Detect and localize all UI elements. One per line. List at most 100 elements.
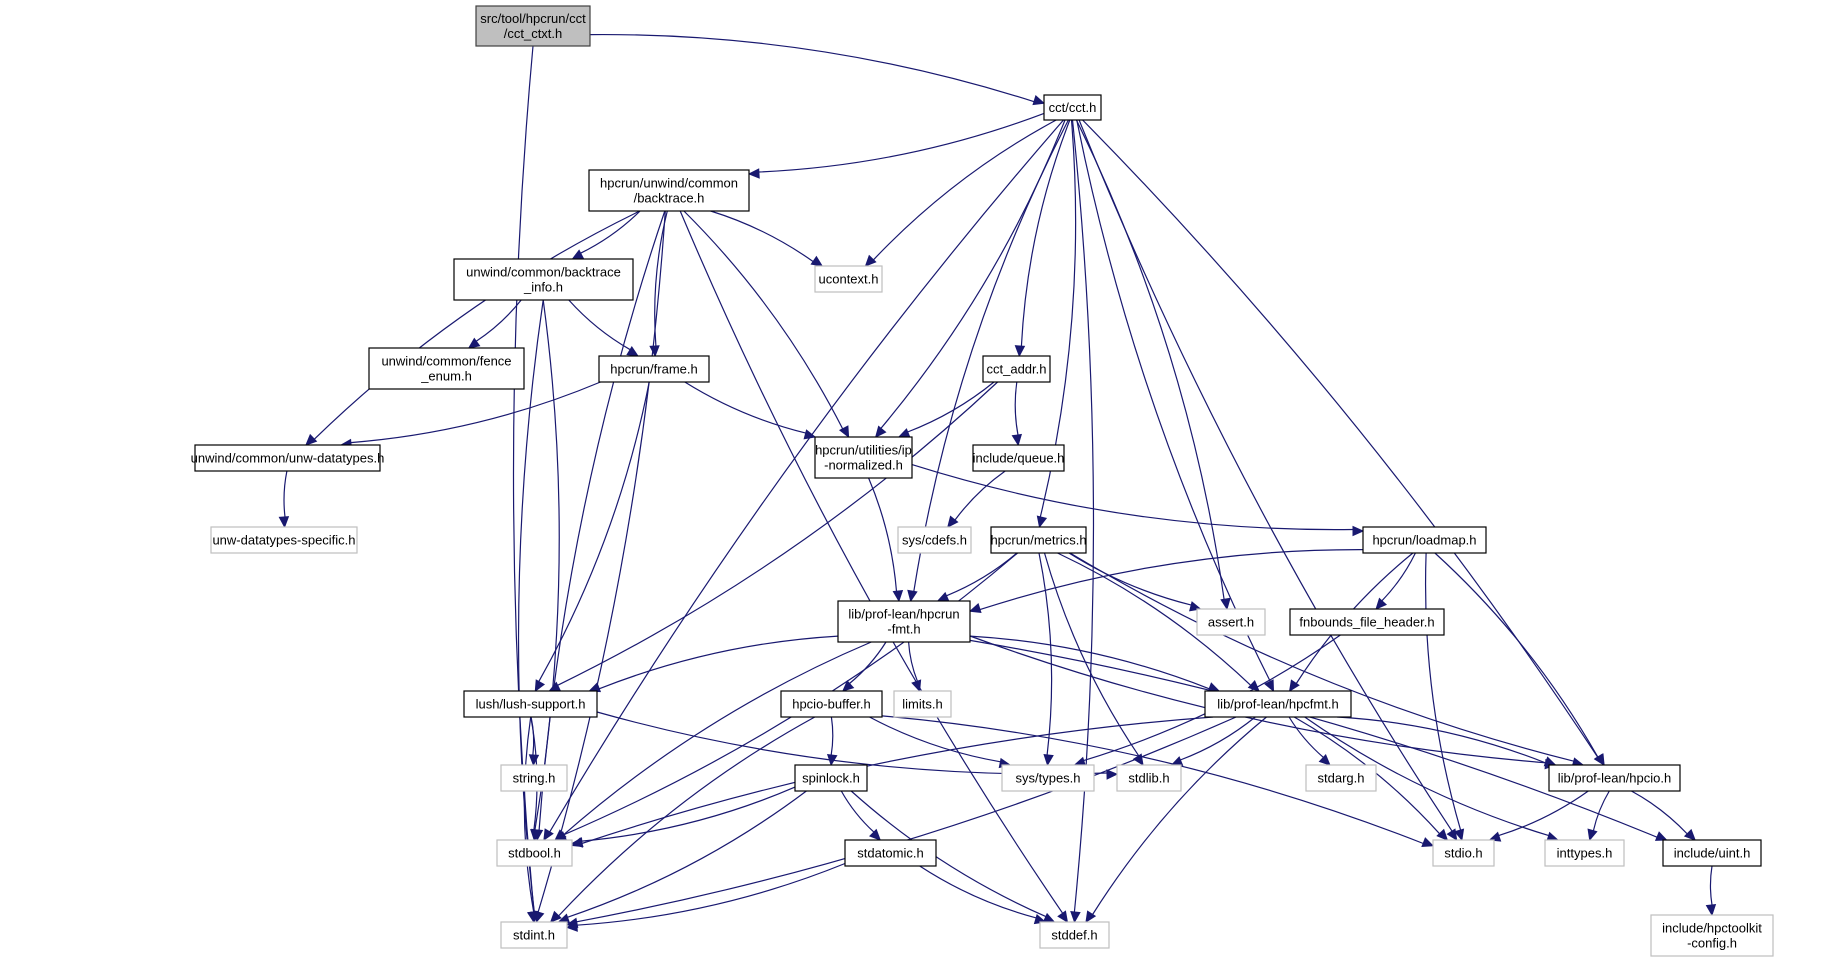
edge-line: [908, 641, 918, 682]
arrowhead-icon: [467, 337, 481, 349]
node-label: -normalized.h: [824, 458, 903, 473]
edge-line: [1434, 552, 1599, 758]
edge-line: [549, 119, 1064, 833]
edge-line: [1078, 119, 1453, 832]
node-loadmap[interactable]: hpcrun/loadmap.h: [1362, 526, 1487, 554]
arrowhead-icon: [528, 754, 540, 767]
node-box: [972, 444, 1065, 472]
edge-line: [1498, 790, 1589, 837]
arrowhead-icon: [548, 681, 562, 692]
arrowhead-icon: [543, 828, 554, 842]
edge-line: [872, 119, 1057, 261]
edge-hpcfmt-to-stddef: [1085, 716, 1267, 924]
node-label: hpcrun/utilities/ip: [815, 443, 912, 458]
node-box: [990, 526, 1087, 554]
edge-line: [475, 299, 522, 342]
edge-line: [1381, 552, 1416, 602]
node-label: include/hpctoolkit: [1662, 921, 1762, 936]
arrowhead-icon: [874, 425, 887, 438]
node-box: [500, 921, 568, 949]
edge-line: [1082, 119, 1599, 758]
edge-cct-to-stdbool: [543, 119, 1064, 842]
edge-line: [567, 790, 807, 918]
edge-loadmap-to-hpcrunfmt: [968, 548, 1364, 613]
node-box: [1116, 764, 1182, 792]
edge-line: [563, 641, 872, 836]
node-box: [368, 347, 525, 390]
arrowhead-icon: [1170, 756, 1184, 766]
node-stdatomic[interactable]: stdatomic.h: [844, 839, 937, 867]
node-hpcfmt[interactable]: lib/prof-lean/hpcfmt.h: [1204, 690, 1352, 718]
node-box: [897, 526, 972, 554]
node-label: hpcrun/unwind/common: [600, 176, 738, 191]
node-hpciobuf[interactable]: hpcio-buffer.h: [780, 690, 883, 718]
node-frame[interactable]: hpcrun/frame.h: [598, 355, 710, 383]
node-cctaddr[interactable]: cct_addr.h: [982, 355, 1051, 383]
edge-line: [869, 716, 1001, 763]
node-lush[interactable]: lush/lush-support.h: [463, 690, 598, 718]
arrowhead-icon: [1014, 345, 1026, 358]
node-ipnorm[interactable]: hpcrun/utilities/ip-normalized.h: [814, 436, 913, 479]
node-box: [1662, 839, 1762, 867]
node-label: stdlib.h: [1128, 771, 1169, 786]
node-fence[interactable]: unwind/common/fence_enum.h: [368, 347, 525, 390]
edge-line: [576, 862, 846, 926]
node-fnbounds[interactable]: fnbounds_file_header.h: [1289, 608, 1445, 636]
node-label: cct_addr.h: [987, 362, 1047, 377]
arrowhead-icon: [1070, 911, 1081, 924]
node-box: [982, 355, 1051, 383]
node-backtrace[interactable]: hpcrun/unwind/common/backtrace.h: [588, 169, 750, 212]
arrowhead-icon: [1352, 525, 1365, 537]
node-box: [496, 839, 573, 867]
edge-hpciobuf-to-spinlock: [826, 716, 838, 767]
edge-line: [1069, 552, 1574, 762]
node-root[interactable]: src/tool/hpcrun/cct/cct_ctxt.h: [475, 5, 591, 47]
arrowhead-icon: [1106, 769, 1119, 780]
node-assert: assert.h: [1196, 608, 1266, 636]
node-hpcio[interactable]: lib/prof-lean/hpcio.h: [1548, 764, 1681, 792]
node-label: ucontext.h: [819, 272, 879, 287]
edge-backtrace-to-unwdt: [305, 210, 641, 446]
edge-line: [979, 548, 1364, 611]
edge-hpciobuf-to-stdint: [549, 716, 816, 923]
edge-backtrace-to-ucontext: [710, 210, 824, 267]
node-hpcrunfmt[interactable]: lib/prof-lean/hpcrun-fmt.h: [837, 600, 971, 643]
node-label: -config.h: [1687, 936, 1737, 951]
edge-hpciobuf-to-systypes: [869, 716, 1012, 769]
node-metrics[interactable]: hpcrun/metrics.h: [990, 526, 1087, 554]
arrowhead-icon: [1654, 831, 1668, 841]
node-uint[interactable]: include/uint.h: [1662, 839, 1762, 867]
arrowhead-icon: [1264, 679, 1275, 693]
arrowhead-icon: [1454, 828, 1465, 842]
node-unwdt[interactable]: unwind/common/unw-datatypes.h: [191, 444, 385, 472]
edge-line: [589, 33, 1035, 103]
arrowhead-icon: [1036, 515, 1048, 529]
edge-cctaddr-to-ipnorm: [897, 381, 995, 438]
arrowhead-icon: [571, 249, 585, 260]
node-box: [1548, 764, 1681, 792]
edge-line: [679, 210, 1064, 914]
node-label: stdbool.h: [508, 846, 561, 861]
edge-line: [969, 639, 1658, 838]
edge-frame-to-unwdt: [339, 381, 601, 450]
node-box: [1650, 914, 1774, 957]
node-box: [780, 690, 883, 718]
node-queue[interactable]: include/queue.h: [972, 444, 1065, 472]
arrowhead-icon: [649, 345, 660, 358]
edge-frame-to-ipnorm: [684, 381, 817, 440]
node-box: [475, 5, 591, 47]
arrowhead-icon: [936, 591, 950, 602]
arrowhead-icon: [1594, 753, 1605, 767]
node-btinfo[interactable]: unwind/common/backtrace_info.h: [453, 258, 634, 301]
arrowhead-icon: [1318, 753, 1331, 766]
node-label: /cct_ctxt.h: [504, 26, 563, 41]
edge-unwdt-to-unwdts: [278, 470, 290, 529]
edge-spinlock-to-stdint: [557, 790, 807, 924]
edge-backtrace-to-stdbool: [532, 210, 666, 842]
node-box: [844, 839, 937, 867]
node-box: [794, 764, 868, 792]
node-spinlock[interactable]: spinlock.h: [794, 764, 868, 792]
arrowhead-icon: [534, 679, 546, 693]
node-cct[interactable]: cct/cct.h: [1043, 94, 1102, 121]
node-box: [1204, 690, 1352, 718]
